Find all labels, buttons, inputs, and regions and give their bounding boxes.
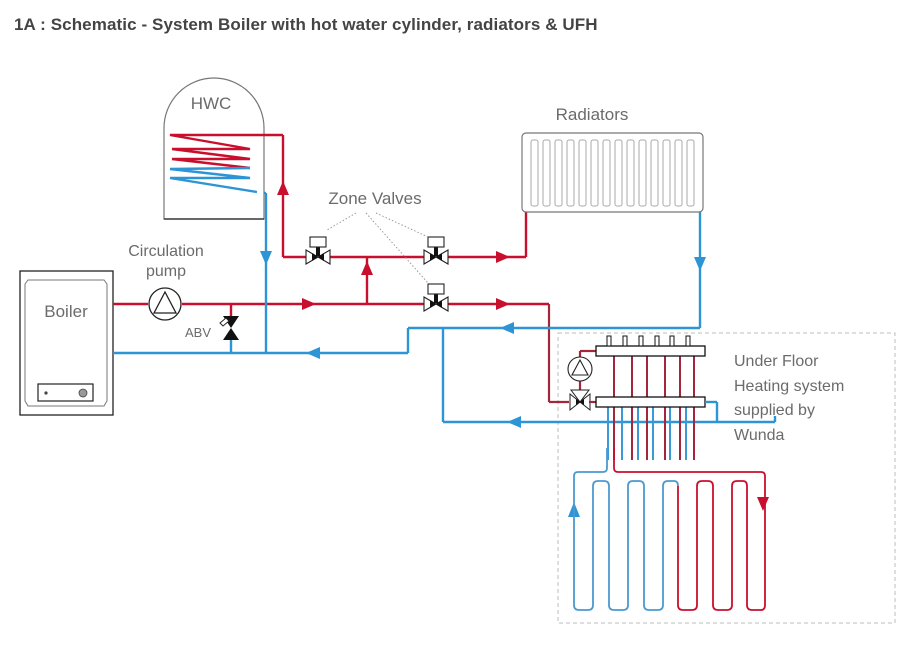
- boiler: Boiler: [19, 270, 114, 416]
- circulation-pump: Circulation pump: [128, 243, 204, 321]
- ufh-label-4: Wunda: [734, 427, 785, 444]
- radiator-fin: [650, 139, 659, 207]
- manifold-vent-icon: [685, 335, 691, 347]
- actuator-icon: [427, 236, 445, 248]
- arrow-hot-right: [496, 298, 510, 310]
- manifold-vent-icon: [622, 335, 628, 347]
- arrow-hot-up: [277, 181, 289, 195]
- ufh-loops: [573, 448, 766, 611]
- ufh-label: Under Floor Heating system supplied by W…: [734, 353, 844, 444]
- radiator-fin: [674, 139, 683, 207]
- radiator-fin: [542, 139, 551, 207]
- flow-pipework: [113, 133, 569, 404]
- radiators-label: Radiators: [556, 105, 629, 124]
- arrow-cold-left: [500, 322, 514, 334]
- abv-label: ABV: [185, 325, 211, 340]
- hwc: HWC: [163, 77, 265, 220]
- arrow-cold-left: [507, 416, 521, 428]
- radiator-fin: [566, 139, 575, 207]
- arrow-cold-left: [306, 347, 320, 359]
- radiator-fin: [686, 139, 695, 207]
- hwc-coil-hot: [169, 133, 261, 170]
- arrow-hot-right: [496, 251, 510, 263]
- radiator: Radiators: [521, 105, 704, 213]
- circulation-pump-label-1: Circulation: [128, 243, 204, 260]
- manifold-flow-bar: [595, 345, 706, 357]
- radiator-fin: [662, 139, 671, 207]
- arrow-hot-up: [361, 261, 373, 275]
- manifold-vent-icon: [669, 335, 675, 347]
- boiler-control-panel: [37, 383, 94, 402]
- arrow-ufh-down: [757, 497, 769, 511]
- ufh-boundary: [557, 332, 896, 624]
- hwc-label: HWC: [191, 94, 232, 113]
- radiator-fin: [554, 139, 563, 207]
- pump-icon: [152, 290, 178, 314]
- zone-valve-ufh: [423, 283, 449, 312]
- hwc-coil-cold: [169, 166, 258, 194]
- diagram-title: 1A : Schematic - System Boiler with hot …: [14, 15, 598, 34]
- zone-valves-label: Zone Valves: [328, 189, 421, 208]
- radiator-fin: [638, 139, 647, 207]
- arrow-cold-down: [260, 251, 272, 265]
- ufh-label-2: Heating system: [734, 378, 844, 395]
- circulation-pump-label-2: pump: [146, 263, 186, 280]
- arrow-cold-down: [694, 257, 706, 271]
- radiator-fin: [578, 139, 587, 207]
- manifold-vent-icon: [654, 335, 660, 347]
- zone-valves-leaders: [326, 212, 429, 284]
- manifold-return-bar: [595, 396, 706, 408]
- boiler-label: Boiler: [44, 302, 88, 321]
- arrow-hot-right: [302, 298, 316, 310]
- ufh-label-1: Under Floor: [734, 353, 819, 370]
- abv: ABV: [185, 316, 239, 340]
- radiator-fin: [590, 139, 599, 207]
- radiator-fin: [602, 139, 611, 207]
- pump-icon: [571, 358, 589, 376]
- ufh-mixing-valve: [569, 389, 591, 412]
- actuator-icon: [427, 283, 445, 295]
- zone-valve-hwc: [305, 236, 331, 265]
- boiler-dial-icon: [78, 388, 88, 398]
- actuator-icon: [309, 236, 327, 248]
- radiator-fins: [530, 139, 695, 207]
- radiator-fin: [614, 139, 623, 207]
- return-pipework: [113, 191, 777, 424]
- radiator-fin: [626, 139, 635, 207]
- boiler-indicator-icon: [44, 391, 48, 395]
- ufh-label-3: supplied by: [734, 402, 815, 419]
- manifold-vent-icon: [638, 335, 644, 347]
- ufh-manifold: [567, 335, 719, 460]
- manifold-vent-icon: [606, 335, 612, 347]
- zone-valve-radiators: [423, 236, 449, 265]
- radiator-fin: [530, 139, 539, 207]
